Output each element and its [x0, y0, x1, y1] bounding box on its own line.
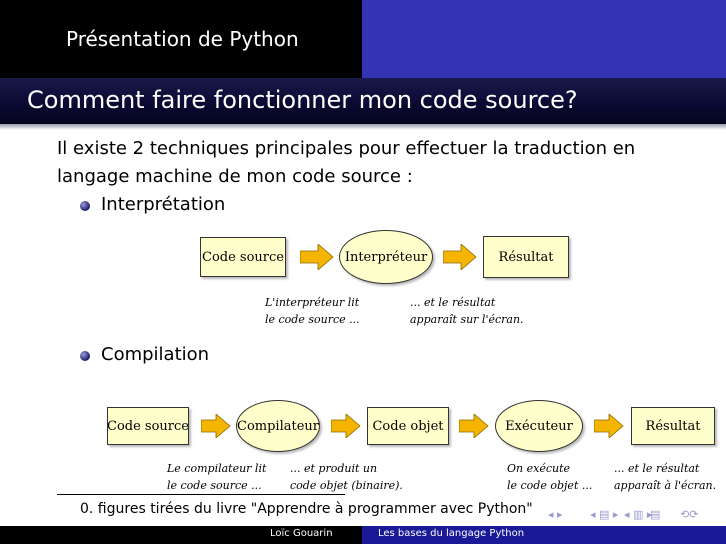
arrow-icon [331, 414, 361, 438]
caption-line: apparaît sur l'écran. [410, 313, 524, 326]
caption: On exécute le code objet ... [507, 460, 592, 494]
compiler-ellipse: Compilateur [236, 400, 320, 452]
caption: ... et le résultat apparaît à l'écran. [614, 460, 716, 494]
caption-line: le code source ... [167, 479, 262, 492]
caption-line: L'interpréteur lit [265, 296, 360, 309]
caption-line: le code objet ... [507, 479, 593, 492]
header-left-bar [0, 0, 362, 78]
caption-line: le code source ... [265, 313, 360, 326]
item-interpretation: Interprétation [101, 194, 226, 215]
footnote-rule [57, 494, 345, 495]
caption-line: ... et produit un [290, 462, 378, 475]
nav-search-icon[interactable]: ⟲⟳ [680, 508, 699, 521]
object-code-label: Code objet [372, 418, 444, 434]
result-box: Résultat [483, 236, 569, 278]
footer-left-bar [0, 526, 362, 544]
arrow-icon [459, 414, 489, 438]
section-title[interactable]: Présentation de Python [66, 27, 299, 51]
footer-author: Loïc Gouarin [270, 528, 333, 539]
item-compilation: Compilation [101, 344, 210, 365]
result-label: Résultat [498, 249, 554, 265]
nav-frame-controls[interactable]: ◂ ▸ [548, 508, 563, 521]
arrow-icon [201, 414, 231, 438]
code-source-box: Code source [107, 407, 189, 445]
interpreter-ellipse: Interpréteur [339, 230, 433, 284]
caption: ... et le résultat apparaît sur l'écran. [410, 294, 524, 328]
intro-line-2: langage machine de mon code source : [57, 166, 413, 187]
frame-title-bar [0, 78, 726, 124]
arrow-icon [443, 244, 477, 270]
code-source-label: Code source [107, 418, 189, 434]
caption-line: apparaît à l'écran. [614, 479, 717, 492]
footnote: 0. figures tirées du livre "Apprendre à … [80, 501, 533, 517]
caption: L'interpréteur lit le code source ... [265, 294, 360, 328]
code-source-box: Code source [200, 237, 286, 277]
arrow-icon [300, 244, 334, 270]
intro-line-1: Il existe 2 techniques principales pour … [57, 138, 636, 159]
caption: ... et produit un code objet (binaire). [290, 460, 403, 494]
nav-section-controls[interactable]: ◂ ▥ ▸ [624, 508, 653, 521]
caption-line: ... et le résultat [410, 296, 496, 309]
caption: Le compilateur lit le code source ... [167, 460, 266, 494]
caption-line: code objet (binaire). [290, 479, 403, 492]
header-right-bar [362, 0, 726, 78]
frame-title: Comment faire fonctionner mon code sourc… [27, 86, 578, 114]
result-label: Résultat [645, 418, 701, 434]
bullet-icon [80, 201, 90, 211]
caption-line: ... et le résultat [614, 462, 700, 475]
result-box: Résultat [631, 407, 715, 445]
executor-label: Exécuteur [505, 418, 573, 434]
compiler-label: Compilateur [237, 418, 319, 434]
footer-right-bar [362, 526, 726, 544]
frame-title-shadow [0, 124, 726, 130]
footer-talk-title: Les bases du langage Python [378, 528, 525, 539]
executor-ellipse: Exécuteur [495, 400, 583, 452]
interpreter-label: Interpréteur [344, 249, 428, 265]
nav-document-icon[interactable]: ▤ [650, 508, 661, 521]
code-source-label: Code source [202, 249, 284, 265]
caption-line: On exécute [507, 462, 570, 475]
arrow-icon [594, 414, 624, 438]
bullet-icon [80, 351, 90, 361]
nav-subsection-controls[interactable]: ◂ ▤ ▸ [590, 508, 619, 521]
object-code-box: Code objet [367, 407, 449, 445]
caption-line: Le compilateur lit [167, 462, 267, 475]
